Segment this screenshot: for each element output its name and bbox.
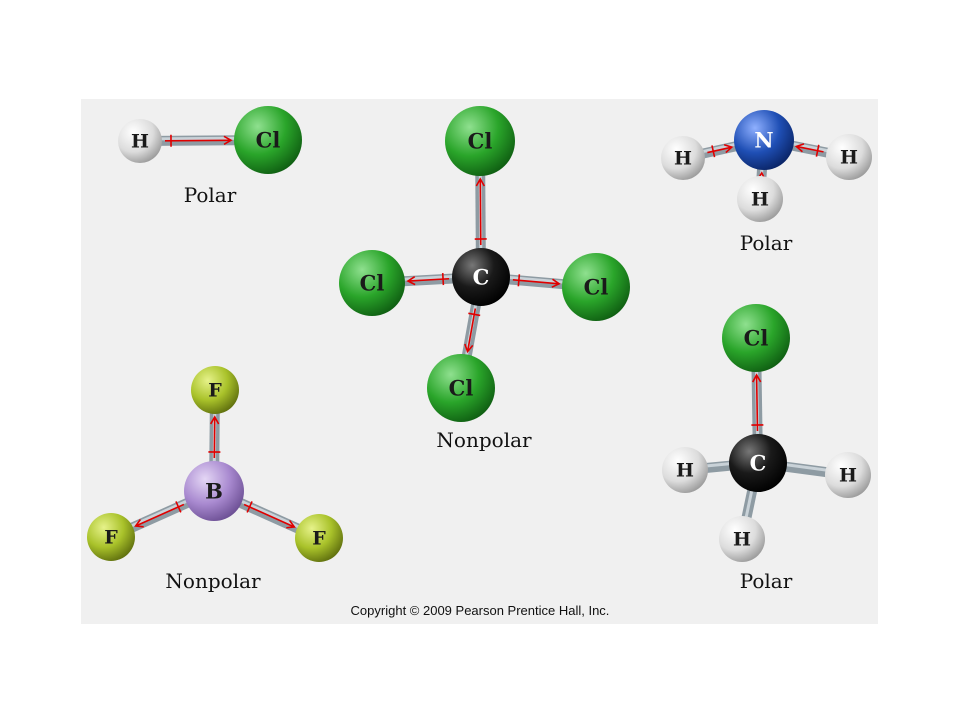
ch3cl-atom-sphere — [825, 452, 871, 498]
nh3-polarity-label: Polar — [740, 231, 793, 255]
bf3-dipole-tail — [175, 501, 182, 513]
ccl4-dipole-arrow — [512, 278, 560, 285]
ccl4-atom-cl: Cl — [339, 250, 405, 316]
ch3cl-atom-cl: Cl — [722, 304, 790, 372]
nh3-atom-symbol: H — [751, 189, 769, 211]
nh3-atom-sphere — [734, 110, 794, 170]
nh3-atom-h: H — [826, 134, 872, 180]
ccl4-polarity-label: Nonpolar — [436, 428, 532, 452]
ch3cl-atom-sphere — [662, 447, 708, 493]
ch3cl-atom-h: H — [662, 447, 708, 493]
copyright-notice: Copyright © 2009 Pearson Prentice Hall, … — [351, 603, 610, 618]
ch3cl-atom-h: H — [825, 452, 871, 498]
ch3cl-dipole-head — [752, 373, 762, 383]
ccl4-dipole-arrow — [407, 277, 450, 282]
ccl4-dipole-head — [406, 275, 416, 286]
ccl4-atom-sphere — [562, 253, 630, 321]
bf3-atom-f: F — [191, 366, 239, 414]
ch3cl-atom-symbol: C — [750, 450, 767, 475]
nh3-dipole-arrow — [707, 146, 732, 154]
hcl-atom-h: H — [118, 119, 162, 163]
bf3-dipole-head — [286, 519, 296, 529]
hcl-atom-sphere — [234, 106, 302, 174]
ccl4-atom-symbol: Cl — [468, 128, 493, 153]
nh3-dipole-tail — [711, 145, 716, 158]
nh3-atom-sphere — [826, 134, 872, 180]
ccl4-dipole-arrow — [466, 308, 477, 352]
bf3-atom-f: F — [295, 514, 343, 562]
hcl-dipole-arrow — [164, 139, 232, 142]
ch3cl-atom-symbol: Cl — [744, 325, 769, 350]
bf3-dipole-tail — [246, 501, 253, 513]
ch3cl-atom-c: C — [729, 434, 787, 492]
bf3-atom-symbol: F — [208, 380, 222, 402]
ccl4-atom-cl: Cl — [445, 106, 515, 176]
bf3-dipole-arrow — [243, 503, 295, 528]
nh3-atom-symbol: H — [840, 147, 858, 169]
ccl4-atom-sphere — [339, 250, 405, 316]
nh3-dipole-arrow — [796, 145, 824, 153]
ccl4-atom-c: C — [452, 248, 510, 306]
ch3cl-atom-symbol: H — [733, 529, 751, 551]
bf3-atom-symbol: B — [205, 478, 223, 503]
nh3-dipole-head — [723, 144, 734, 154]
nh3-atom-sphere — [737, 176, 783, 222]
hcl-atom-cl: Cl — [234, 106, 302, 174]
ch3cl-atom-symbol: H — [676, 460, 694, 482]
ch3cl-dipole-arrow — [755, 374, 759, 432]
nh3-atom-symbol: N — [754, 127, 773, 152]
ch3cl-atom-sphere — [719, 516, 765, 562]
bf3-atom-b: B — [184, 461, 244, 521]
ccl4-dipole-head — [475, 177, 486, 187]
ch3cl-atom-symbol: H — [839, 465, 857, 487]
ccl4-atom-symbol: Cl — [360, 270, 385, 295]
hcl-atom-symbol: Cl — [256, 127, 281, 152]
ccl4-atom-cl: Cl — [427, 354, 495, 422]
nh3-atom-h: H — [737, 176, 783, 222]
bf3-atom-sphere — [87, 513, 135, 561]
ch3cl-atom-sphere — [722, 304, 790, 372]
bf3-dipole-arrow — [135, 503, 185, 527]
bf3-atom-sphere — [295, 514, 343, 562]
hcl-dipole-head — [223, 135, 233, 146]
ccl4-dipole-tail — [441, 273, 445, 286]
ccl4-atom-symbol: Cl — [449, 375, 474, 400]
bf3-dipole-head — [209, 415, 220, 425]
ch3cl-atom-h: H — [719, 516, 765, 562]
bf3-atom-sphere — [184, 461, 244, 521]
ccl4-dipole-tail — [468, 312, 481, 317]
ccl4-atom-symbol: C — [473, 264, 490, 289]
bf3-atom-f: F — [87, 513, 135, 561]
hcl-atom-symbol: H — [131, 131, 149, 153]
ccl4-atom-cl: Cl — [562, 253, 630, 321]
nh3-atom-n: N — [734, 110, 794, 170]
nh3-atom-h: H — [661, 136, 705, 180]
ccl4-dipole-head — [464, 343, 474, 354]
ccl4-atom-sphere — [427, 354, 495, 422]
ch3cl-atom-sphere — [729, 434, 787, 492]
nh3-dipole-head — [794, 143, 805, 153]
bf3-polarity-label: Nonpolar — [165, 569, 261, 593]
nh3-atom-symbol: H — [674, 148, 692, 170]
bf3-atom-symbol: F — [312, 528, 326, 550]
ccl4-atom-sphere — [452, 248, 510, 306]
bf3-dipole-head — [134, 519, 144, 528]
bf3-atom-symbol: F — [104, 527, 118, 549]
ccl4-dipole-head — [551, 278, 561, 288]
ccl4-atom-symbol: Cl — [584, 274, 609, 299]
dipole-arrows-layer — [134, 134, 824, 529]
hcl-atom-sphere — [118, 119, 162, 163]
ccl4-dipole-tail — [517, 274, 521, 287]
nh3-dipole-tail — [815, 144, 820, 157]
bf3-atom-sphere — [191, 366, 239, 414]
ccl4-atom-sphere — [445, 106, 515, 176]
nh3-atom-sphere — [661, 136, 705, 180]
hcl-polarity-label: Polar — [184, 183, 237, 207]
ch3cl-polarity-label: Polar — [740, 569, 793, 593]
